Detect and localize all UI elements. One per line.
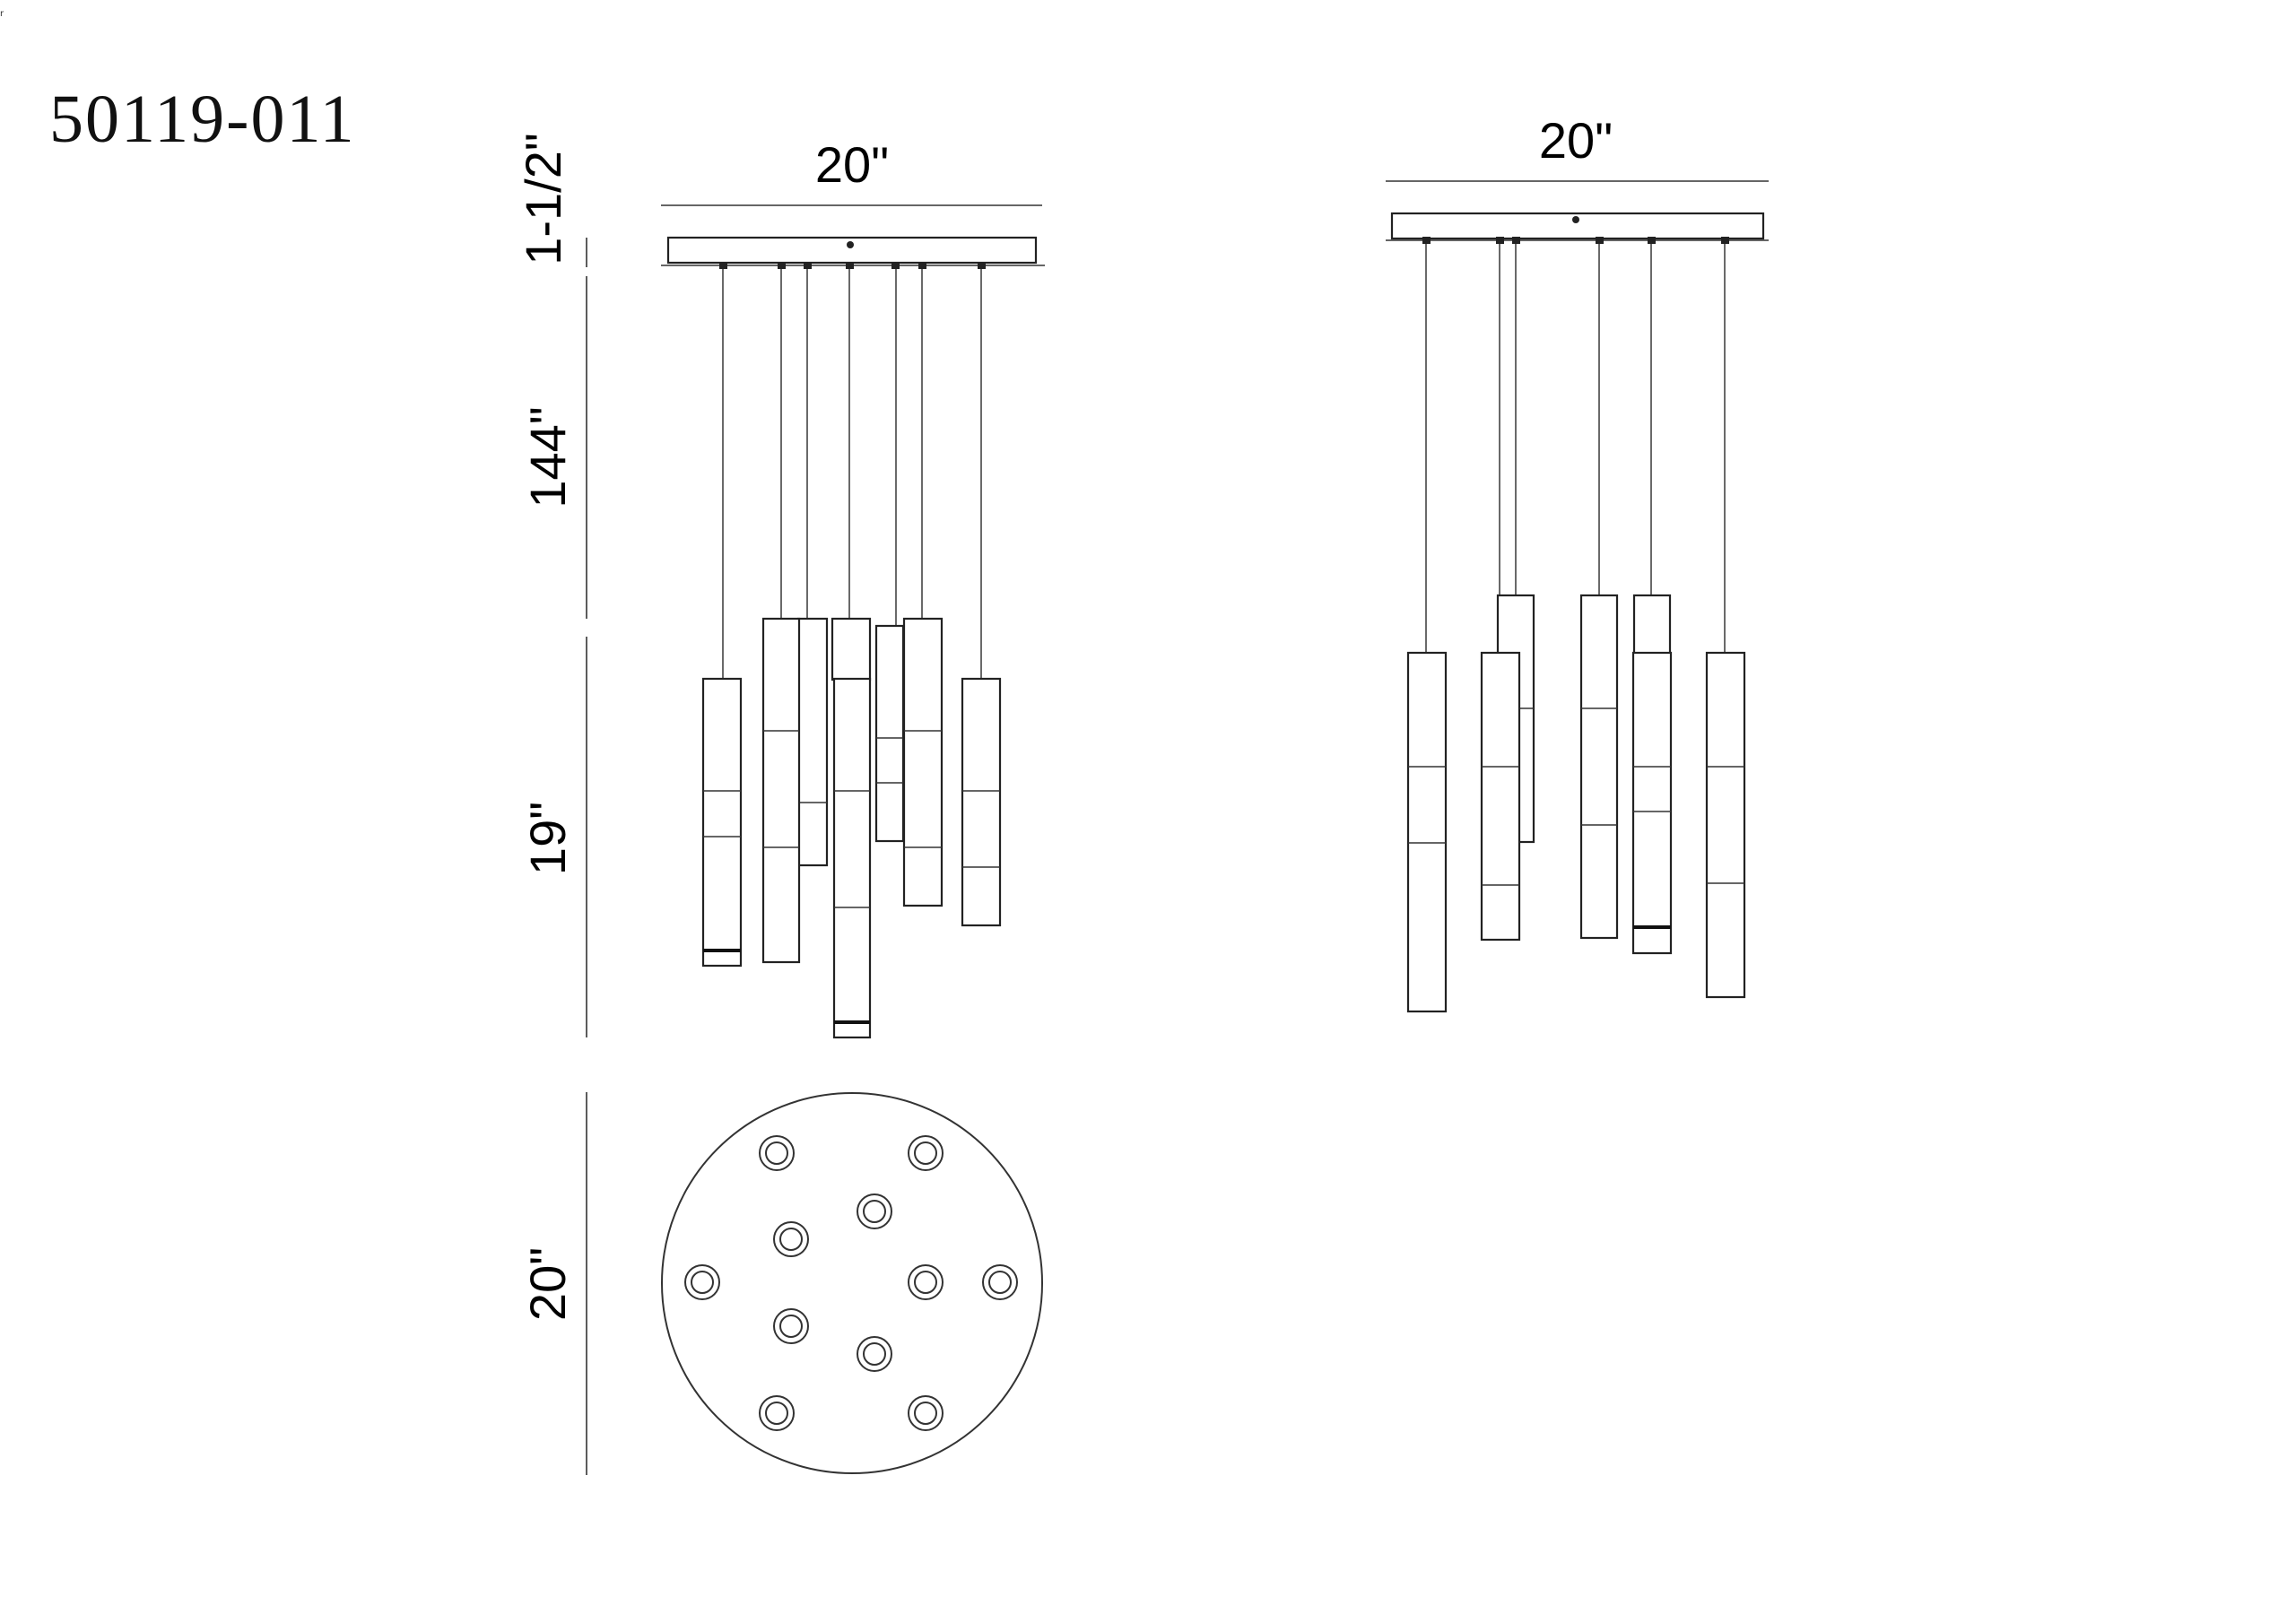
cable-hole-icon [684,1264,720,1300]
pendant-tube [961,677,1002,927]
cable-hole-icon [759,1395,795,1431]
cable-hole-icon [908,1264,944,1300]
canopy-screw-icon [1572,216,1579,223]
front-pendants [701,617,1002,1039]
pendant-tube [1632,594,1672,658]
side-pendants [1406,594,1746,1013]
vertical-dimensions: 1-1/2" 144" 19" 20" [515,133,587,1475]
pendant-tube [1480,651,1521,942]
side-cables [1425,244,1726,653]
cable-hole-icon [908,1135,944,1171]
cable-hole-icon [759,1135,795,1171]
pendant-tube [1705,651,1746,999]
front-width-label: 20" [815,136,889,193]
fixture-height-label: 19" [519,802,576,875]
canopy-height-label: 1-1/2" [515,133,571,265]
pendant-tube [701,677,743,968]
cable-length-label: 144" [519,406,576,508]
cable-hole-icon [857,1193,892,1229]
bottom-view [661,1092,1043,1474]
cable-hole-icon [982,1264,1018,1300]
canopy-plan-circle [661,1092,1043,1474]
cable-hole-icon [773,1308,809,1344]
pendant-tube [832,677,872,1039]
pendant-tube [1631,651,1673,955]
pendant-tube [902,617,944,907]
side-canopy [1386,212,1769,244]
cable-hole-icon [773,1221,809,1257]
pendant-tube [831,617,872,681]
pendant-tube [1406,651,1448,1013]
pendant-tube [1579,594,1619,940]
side-width-label: 20" [1539,112,1613,169]
front-canopy [661,236,1045,269]
cable-hole-icon [857,1336,892,1372]
front-cables [722,269,982,679]
cable-holes [684,1135,1018,1431]
model-number: 50119-011 [49,82,356,157]
pendant-tube [761,617,801,964]
cable-hole-icon [908,1395,944,1431]
canopy-screw-icon [847,241,854,248]
front-view: 20" [661,136,1045,1039]
canopy-diameter-label: 20" [519,1247,576,1321]
pendant-tube [874,624,905,843]
corner-mark: r [0,9,4,19]
side-view: 20" [1386,112,1769,1013]
pendant-tube [796,617,829,867]
